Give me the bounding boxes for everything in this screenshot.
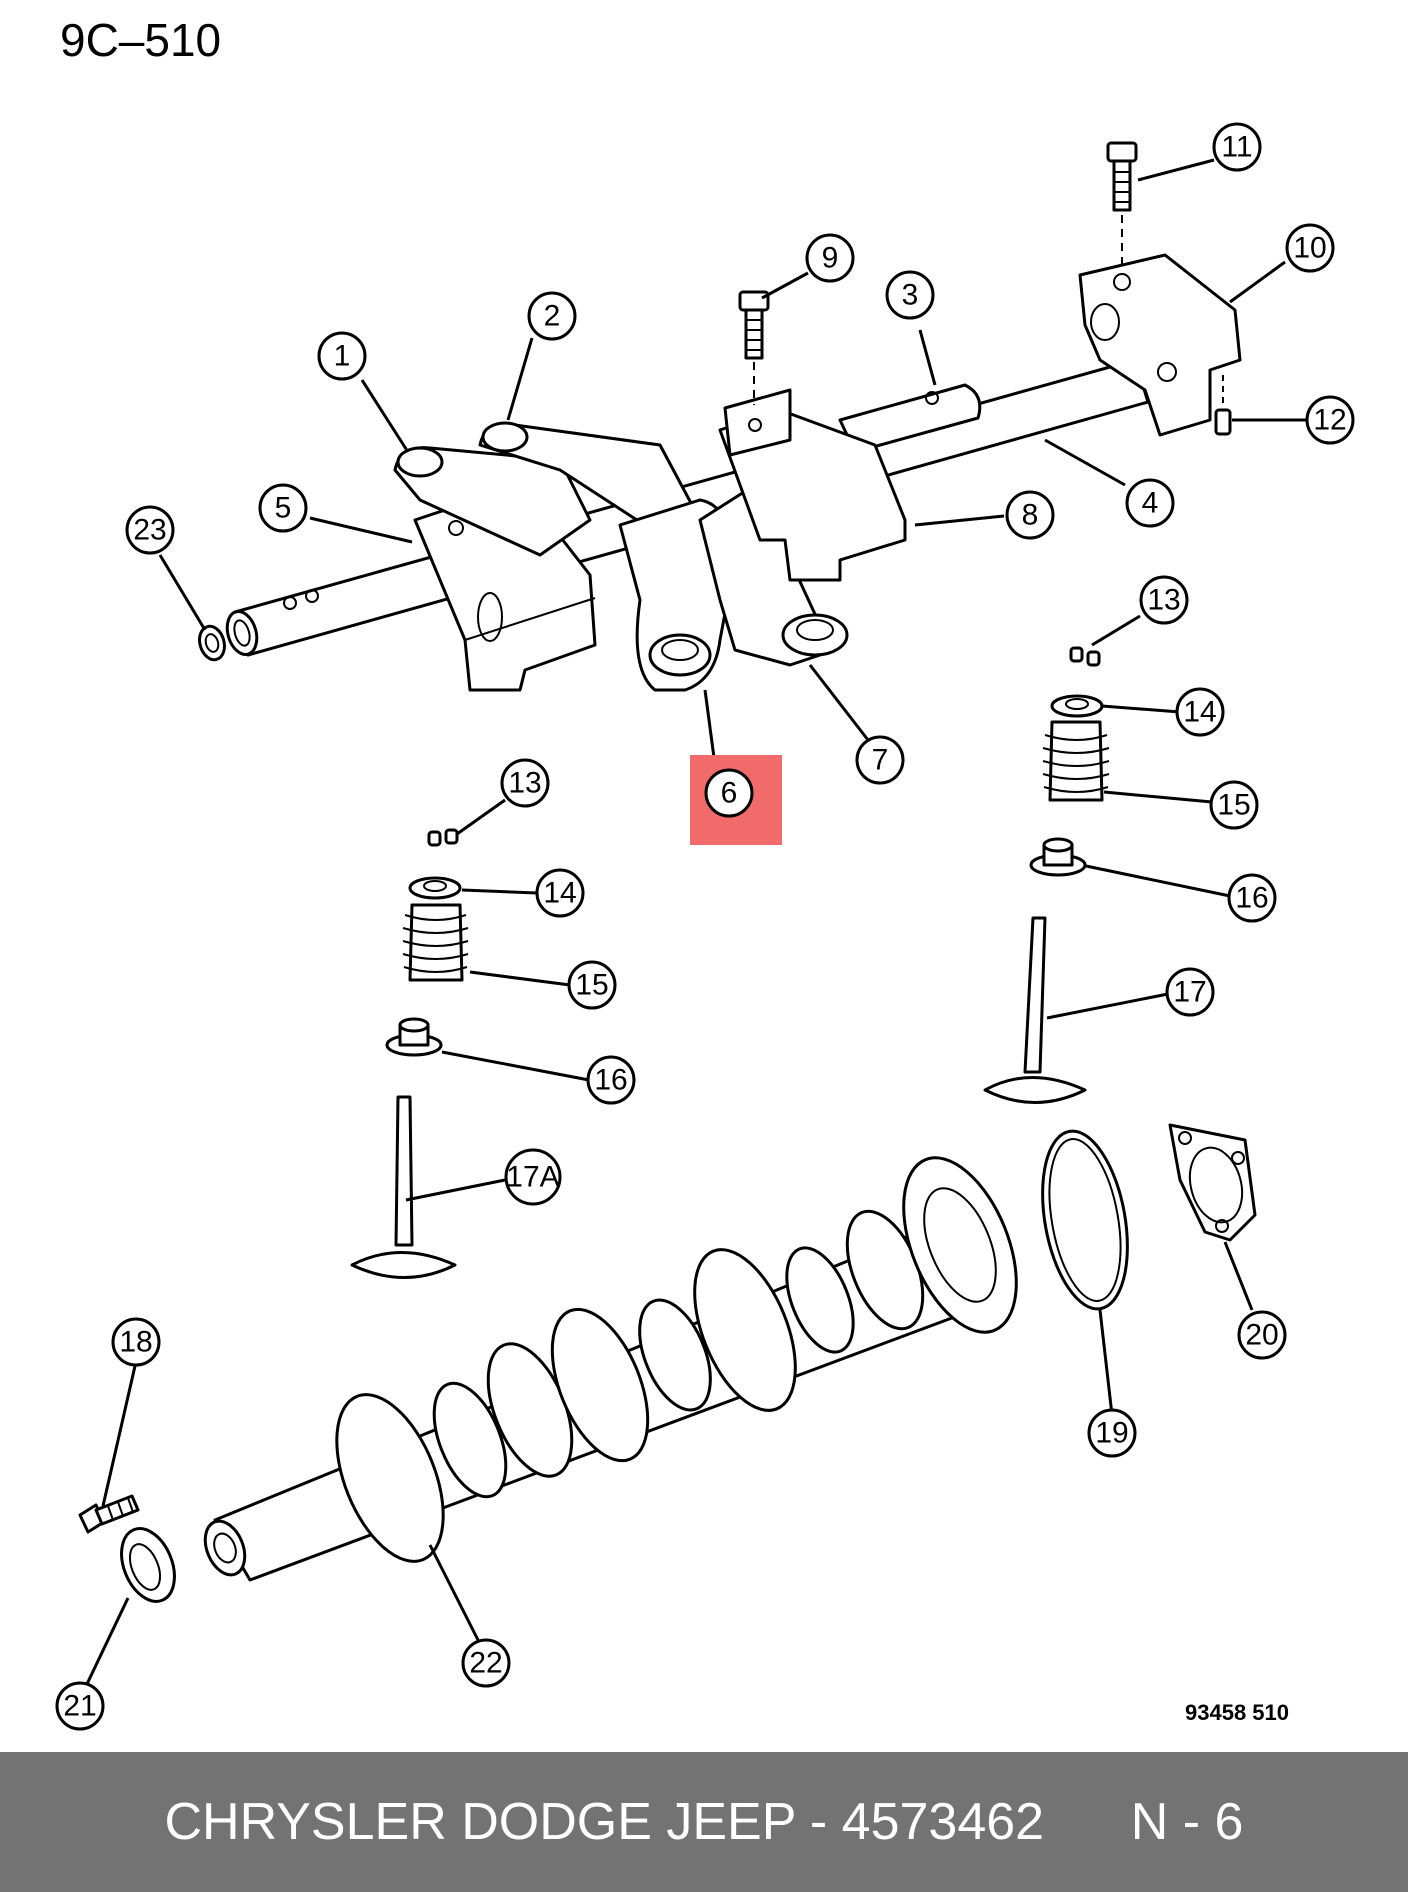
svg-text:8: 8 [1022,499,1039,532]
svg-text:15: 15 [575,969,608,1002]
svg-text:15: 15 [1217,789,1250,822]
svg-text:21: 21 [63,1690,96,1723]
svg-text:12: 12 [1313,404,1346,437]
svg-text:10: 10 [1293,232,1326,265]
footer-banner: CHRYSLER DODGE JEEP - 4573462 N - 6 [0,1752,1408,1892]
svg-text:17A: 17A [506,1161,559,1194]
callout-10[interactable]: 10 [1285,223,1335,273]
callout-6[interactable]: 6 [704,768,754,818]
brand-name: CHRYSLER DODGE JEEP [164,1793,796,1851]
callout-23[interactable]: 23 [125,505,175,555]
callout-17a[interactable]: 17A [504,1148,562,1206]
seal-21 [120,1527,176,1603]
svg-text:22: 22 [469,1647,502,1680]
right-valve-stack [983,646,1110,1104]
svg-text:5: 5 [275,492,292,525]
callout-19[interactable]: 19 [1087,1408,1137,1458]
callout-16-right[interactable]: 16 [1227,873,1277,923]
callout-15-left[interactable]: 15 [567,960,617,1010]
callout-3[interactable]: 3 [885,270,935,320]
leader-lines [85,158,1306,1685]
callout-2[interactable]: 2 [527,291,577,341]
camshaft-illustration [203,1156,1018,1582]
callout-7[interactable]: 7 [855,735,905,785]
callout-22[interactable]: 22 [461,1638,511,1688]
callout-18[interactable]: 18 [111,1317,161,1367]
svg-text:9: 9 [822,242,839,275]
svg-text:19: 19 [1095,1417,1128,1450]
callout-11[interactable]: 11 [1212,122,1262,172]
callout-20[interactable]: 20 [1237,1310,1287,1360]
drawing-number: 93458 510 [1185,1700,1289,1725]
position-code: N - 6 [1130,1793,1244,1851]
svg-text:4: 4 [1142,487,1159,520]
svg-text:1: 1 [334,340,351,373]
rocker-shaft-illustration [198,141,1242,692]
callout-4[interactable]: 4 [1125,478,1175,528]
callout-5[interactable]: 5 [258,483,308,533]
svg-text:14: 14 [1183,696,1216,729]
callout-16-left[interactable]: 16 [586,1055,636,1105]
callout-8[interactable]: 8 [1005,490,1055,540]
callout-15-right[interactable]: 15 [1209,780,1259,830]
svg-text:11: 11 [1221,131,1252,164]
callout-13-right[interactable]: 13 [1139,575,1189,625]
part-number: 4573462 [841,1793,1045,1851]
callout-21[interactable]: 21 [55,1681,105,1731]
bolt-18 [78,1494,140,1534]
footer-text: CHRYSLER DODGE JEEP - 4573462 N - 6 [165,1792,1244,1852]
svg-text:2: 2 [544,300,561,333]
svg-text:7: 7 [872,744,889,777]
svg-text:6: 6 [721,777,738,810]
callout-9[interactable]: 9 [805,233,855,283]
bolt-11 [1106,141,1138,265]
callout-17[interactable]: 17 [1165,967,1215,1017]
svg-text:17: 17 [1173,976,1206,1009]
parts-diagram: 9C–510 93458 510 [55,14,1355,1731]
page-code: 9C–510 [60,14,221,66]
svg-text:16: 16 [594,1064,627,1097]
svg-text:18: 18 [119,1326,152,1359]
bolt-9 [738,290,770,405]
svg-text:16: 16 [1235,882,1268,915]
svg-text:20: 20 [1245,1319,1278,1352]
svg-text:23: 23 [133,514,166,547]
svg-text:13: 13 [508,767,541,800]
callout-1[interactable]: 1 [317,331,367,381]
svg-text:3: 3 [902,279,919,312]
gaskets [1041,1123,1257,1311]
svg-text:13: 13 [1147,584,1180,617]
callout-12[interactable]: 12 [1305,395,1355,445]
svg-text:14: 14 [543,877,576,910]
left-valve-stack [350,828,469,1279]
separator: - [795,1793,842,1851]
spacer [1044,1793,1131,1851]
callout-14-right[interactable]: 14 [1175,687,1225,737]
callout-14-left[interactable]: 14 [535,868,585,918]
callout-13-left[interactable]: 13 [500,758,550,808]
